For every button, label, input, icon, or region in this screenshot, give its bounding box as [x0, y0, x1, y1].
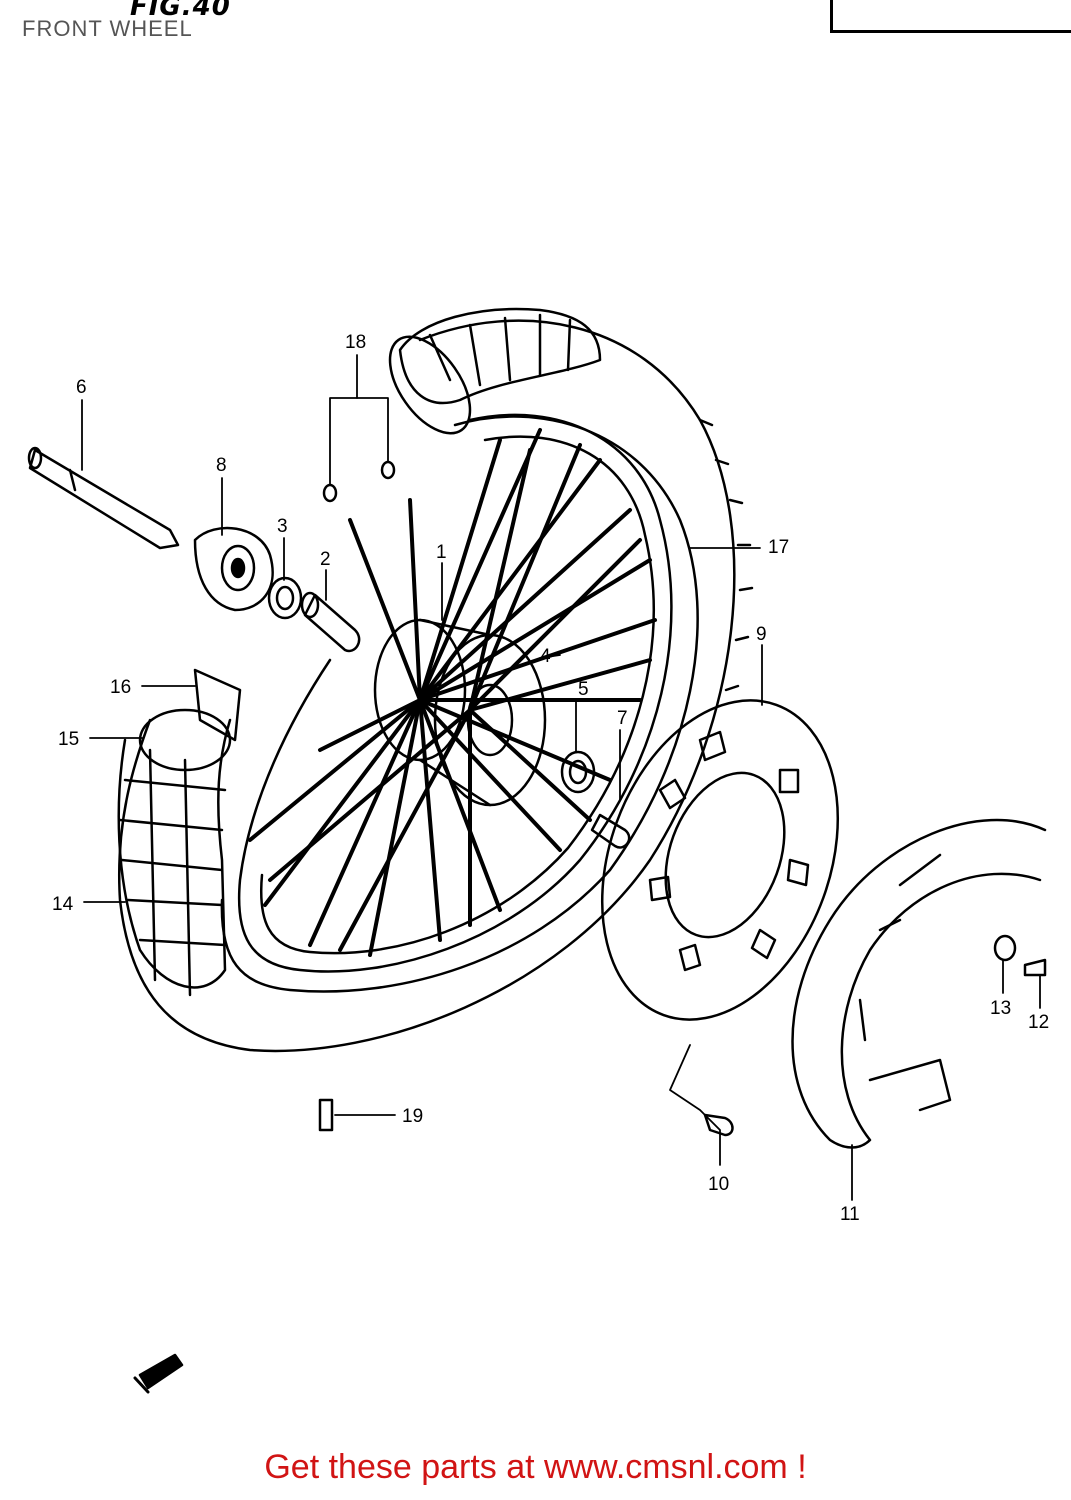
right-bearing: [560, 750, 631, 849]
front-arrow-icon: [133, 1353, 184, 1394]
diagram-caption: FRONT WHEEL: [22, 16, 193, 41]
spoke-nipples: [322, 460, 396, 503]
spokes: [248, 428, 657, 957]
speedometer-gearbox: [193, 526, 274, 612]
callout-5: 5: [578, 679, 589, 700]
callout-8: 8: [216, 455, 227, 476]
callout-13: 13: [990, 998, 1011, 1019]
figure-label: FIG.40: [130, 0, 231, 22]
callout-17: 17: [768, 537, 789, 558]
callout-14: 14: [52, 894, 74, 915]
brake-disc: [600, 699, 840, 1021]
leader-lines: [81, 354, 1041, 1201]
callout-2: 2: [320, 549, 331, 570]
bearing: [267, 576, 303, 620]
disc-cover: [791, 818, 1047, 1149]
inner-tube: [138, 668, 242, 772]
callout-9: 9: [756, 624, 767, 645]
cmsnl-link[interactable]: Get these parts at www.cmsnl.com !: [264, 1448, 807, 1486]
axle: [27, 446, 180, 550]
spacer: [300, 591, 361, 653]
callout-labels: 1 2 3 4 5 6 7 8 9 10 11 12 13 14 15 16 1…: [52, 332, 1049, 1225]
callout-12: 12: [1028, 1012, 1049, 1033]
tire: [117, 307, 754, 1053]
callout-15: 15: [58, 729, 79, 750]
callout-16: 16: [110, 677, 131, 698]
callout-10: 10: [708, 1174, 729, 1195]
callout-19: 19: [402, 1106, 423, 1127]
callout-4: 4: [540, 646, 551, 667]
rim: [237, 413, 673, 973]
corner-frame: [830, 0, 1071, 33]
callout-7: 7: [617, 708, 628, 729]
callout-6: 6: [76, 377, 87, 398]
fasteners: [318, 934, 1047, 1137]
callout-3: 3: [277, 516, 288, 537]
callout-1: 1: [436, 542, 447, 563]
callout-18: 18: [345, 332, 366, 353]
callout-11: 11: [840, 1204, 860, 1225]
hub: [373, 618, 547, 807]
